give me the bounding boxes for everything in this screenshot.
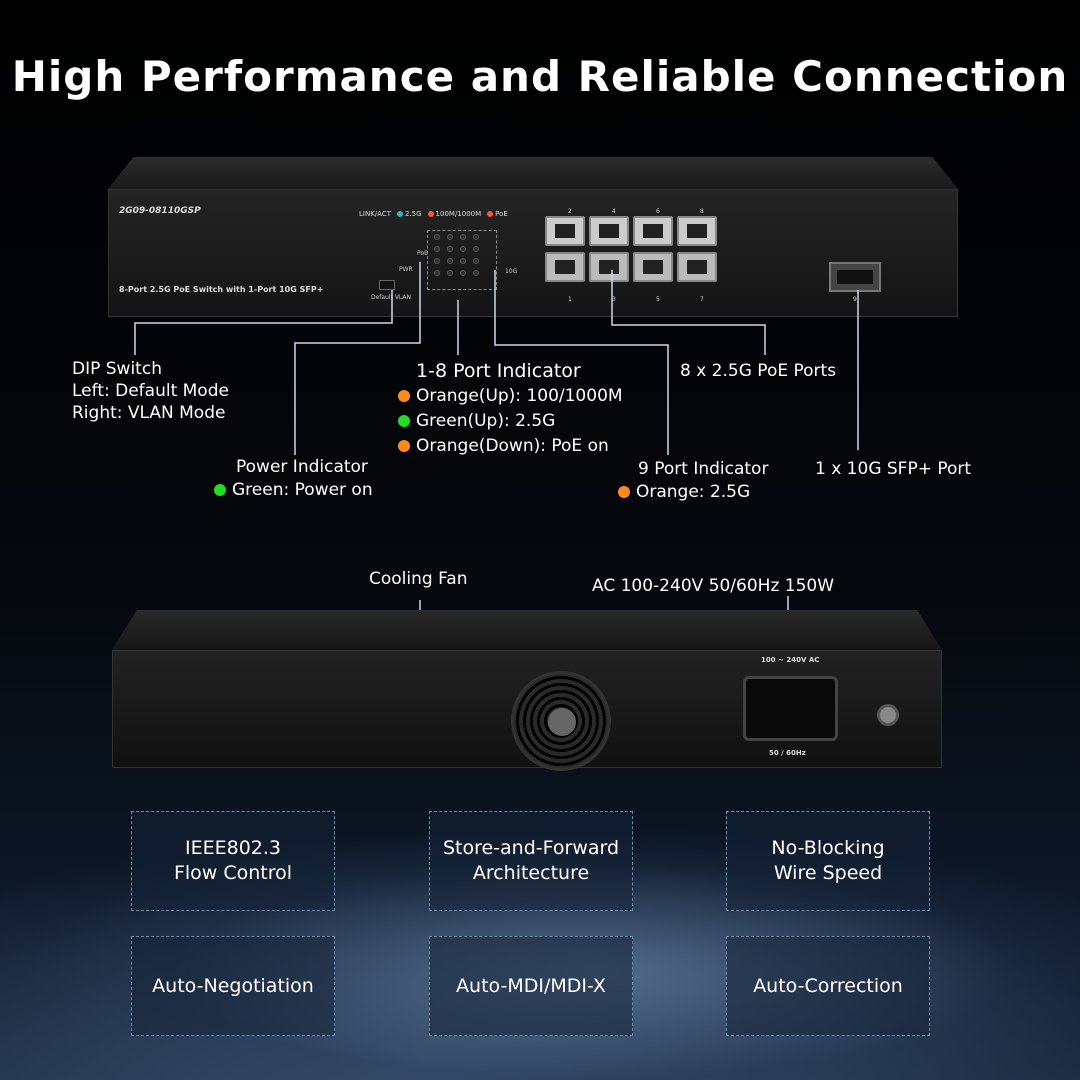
back-face: 100 ~ 240V AC 50 / 60Hz: [112, 650, 942, 771]
legend-100-1000m: 100M/1000M: [427, 210, 482, 218]
front-face: 2G09-08110GSP 8-Port 2.5G PoE Switch wit…: [108, 189, 958, 317]
rj45-port-grid: [545, 216, 717, 282]
rj45-port-6[interactable]: [633, 216, 673, 246]
dip-switch[interactable]: [379, 280, 395, 290]
port-indicator-item: Orange(Up): 100/1000M: [398, 385, 623, 407]
port-indicator-title: 1-8 Port Indicator: [416, 360, 581, 382]
switch-description: 8-Port 2.5G PoE Switch with 1-Port 10G S…: [119, 285, 324, 294]
switch-back-panel: 100 ~ 240V AC 50 / 60Hz: [112, 610, 942, 771]
led-icon: [473, 246, 479, 252]
rj45-port-5[interactable]: [633, 252, 673, 282]
rj45-port-7[interactable]: [677, 252, 717, 282]
orange-dot-icon: [398, 440, 410, 452]
dip-labels: Default VLAN: [371, 294, 412, 301]
led-icon: [460, 246, 466, 252]
port-number-6: 6: [656, 208, 660, 215]
dip-callout: DIP Switch Left: Default Mode Right: VLA…: [72, 358, 229, 424]
port-number-5: 5: [656, 296, 660, 303]
green-dot-icon: [398, 415, 410, 427]
poe-ports-callout: 8 x 2.5G PoE Ports: [680, 361, 837, 381]
port-indicator-item-label: Orange(Down): PoE on: [416, 436, 609, 456]
port-number-2: 2: [568, 208, 572, 215]
legend-100-1000m-label: 100M/1000M: [435, 210, 482, 218]
feature-box: IEEE802.3 Flow Control: [131, 811, 335, 911]
dip-callout-title: DIP Switch: [72, 359, 162, 379]
orange-dot-icon: [618, 486, 630, 498]
front-top-surface: [108, 157, 958, 189]
ground-terminal-icon: [877, 704, 899, 726]
port-number-1: 1: [568, 296, 572, 303]
led-icon: [447, 234, 453, 240]
ac-power-socket[interactable]: [743, 676, 838, 741]
ac-callout: AC 100-240V 50/60Hz 150W: [592, 576, 835, 596]
port-number-7: 7: [700, 296, 704, 303]
model-number: 2G09-08110GSP: [119, 206, 201, 216]
port9-indicator-item: Orange: 2.5G: [618, 481, 750, 503]
led-icon: [434, 258, 440, 264]
led-icon: [434, 234, 440, 240]
ac-input-label: 100 ~ 240V AC: [761, 656, 820, 664]
rj45-port-3[interactable]: [589, 252, 629, 282]
legend-2-5g-label: 2.5G: [404, 210, 422, 218]
legend-dot-icon: [487, 211, 494, 217]
port-number-3: 3: [612, 296, 616, 303]
fan-callout: Cooling Fan: [369, 569, 468, 589]
feature-box: No-Blocking Wire Speed: [726, 811, 930, 911]
led-legend: LINK/ACT 2.5G 100M/1000M PoE: [359, 210, 508, 218]
led-icon: [447, 246, 453, 252]
led-icon: [473, 270, 479, 276]
port-number-8: 8: [700, 208, 704, 215]
feature-box: Auto-MDI/MDI-X: [429, 936, 633, 1036]
led-icon: [434, 246, 440, 252]
dip-callout-line2: Right: VLAN Mode: [72, 403, 226, 423]
dip-callout-line1: Left: Default Mode: [72, 381, 229, 401]
ac-frequency-label: 50 / 60Hz: [769, 749, 806, 757]
switch-front-panel: 2G09-08110GSP 8-Port 2.5G PoE Switch wit…: [108, 157, 958, 317]
page-title: High Performance and Reliable Connection: [11, 52, 1069, 101]
rj45-port-2[interactable]: [545, 216, 585, 246]
rj45-port-8[interactable]: [677, 216, 717, 246]
port-indicator-item-label: Green(Up): 2.5G: [416, 411, 556, 431]
sfp-callout: 1 x 10G SFP+ Port: [815, 459, 972, 479]
feature-box: Auto-Correction: [726, 936, 930, 1036]
green-dot-icon: [214, 484, 226, 496]
led-icon: [473, 258, 479, 264]
led-icon: [447, 270, 453, 276]
pwr-label: PWR: [399, 266, 413, 273]
port-indicator-callout: 1-8 Port Indicator Orange(Up): 100/1000M…: [398, 360, 623, 457]
power-indicator-title: Power Indicator: [236, 457, 368, 477]
legend-dot-icon: [396, 211, 403, 217]
legend-poe-label: PoE: [495, 210, 508, 218]
sfp-port[interactable]: [829, 262, 881, 292]
led-icon: [434, 270, 440, 276]
rj45-port-1[interactable]: [545, 252, 585, 282]
port-led-group: [427, 230, 497, 290]
legend-dot-icon: [427, 211, 434, 217]
led-icon: [460, 258, 466, 264]
port9-indicator-title: 9 Port Indicator: [638, 459, 769, 479]
sfp-number: 9: [853, 296, 857, 303]
legend-2-5g: 2.5G: [396, 210, 422, 218]
led-icon: [473, 234, 479, 240]
port-indicator-item: Green(Up): 2.5G: [398, 410, 623, 432]
poe-label: PoE: [417, 250, 428, 257]
port-indicator-item: Orange(Down): PoE on: [398, 435, 623, 457]
feature-box: Auto-Negotiation: [131, 936, 335, 1036]
led-icon: [460, 270, 466, 276]
feature-box: Store-and-Forward Architecture: [429, 811, 633, 911]
led-icon: [447, 258, 453, 264]
10g-label: 10G: [505, 268, 518, 275]
port9-indicator-item-label: Orange: 2.5G: [636, 482, 751, 502]
port-indicator-item-label: Orange(Up): 100/1000M: [416, 386, 623, 406]
legend-link-act: LINK/ACT: [359, 210, 391, 218]
power-indicator-item-label: Green: Power on: [232, 480, 373, 500]
rj45-port-4[interactable]: [589, 216, 629, 246]
power-indicator-item: Green: Power on: [214, 479, 373, 501]
led-icon: [460, 234, 466, 240]
orange-dot-icon: [398, 390, 410, 402]
back-top-surface: [112, 610, 942, 650]
legend-poe: PoE: [487, 210, 508, 218]
port-number-4: 4: [612, 208, 616, 215]
cooling-fan-icon: [511, 671, 611, 771]
